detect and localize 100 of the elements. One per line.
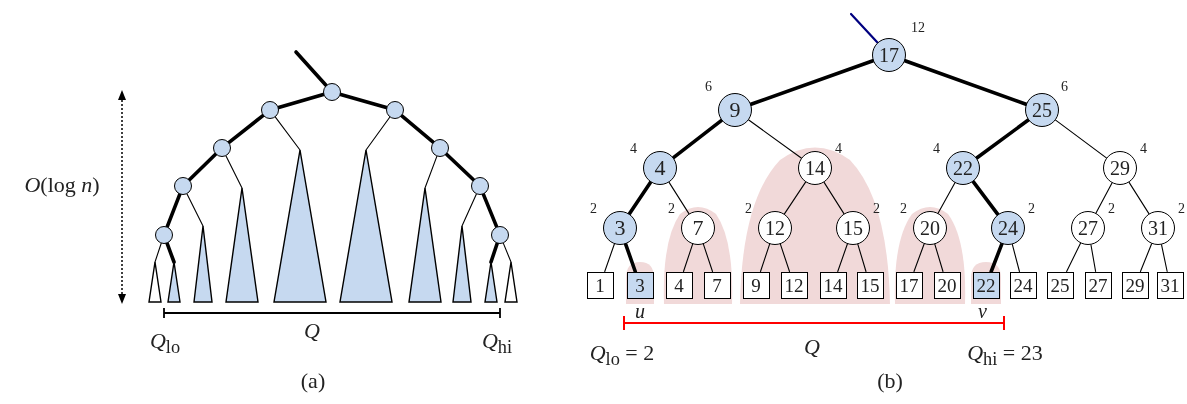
subtree-triangle xyxy=(194,226,212,302)
tree-edge xyxy=(165,192,182,229)
tree-edge xyxy=(913,243,925,273)
tree-edge xyxy=(1090,244,1097,273)
node-circle xyxy=(155,226,173,244)
tree-edge xyxy=(1066,242,1082,273)
subtree-size-label: 2 xyxy=(900,202,907,216)
tree-edge xyxy=(154,243,162,263)
subtree-triangle xyxy=(149,262,161,302)
tree-node: 3 xyxy=(603,211,637,245)
tree-edge xyxy=(1011,243,1020,273)
subtree-size-label: 2 xyxy=(668,202,675,216)
tree-edge xyxy=(481,192,499,229)
leaf-node: 27 xyxy=(1084,271,1112,299)
tree-edge xyxy=(749,58,875,107)
subtree-triangle xyxy=(453,226,471,302)
subtree-triangle xyxy=(485,262,497,302)
subtree-size-label: 6 xyxy=(705,80,712,94)
tree-node: 9 xyxy=(718,93,752,127)
tree-edge xyxy=(365,116,391,151)
tree-node: 17 xyxy=(872,38,906,72)
subtree-triangle xyxy=(274,150,326,302)
tree-edge xyxy=(759,243,771,273)
panel-caption: (a) xyxy=(300,370,326,392)
node-circle xyxy=(431,139,449,157)
subtree-size-label: 2 xyxy=(873,202,880,216)
tree-edge xyxy=(225,155,243,189)
range-bound-label: Q$_{lo}$ = 2 xyxy=(589,342,655,369)
tree-edge xyxy=(187,152,218,182)
tree-edge xyxy=(338,92,389,110)
tree-edge xyxy=(227,113,265,145)
subtree-triangle xyxy=(505,262,517,302)
subtree-size-label: 2 xyxy=(590,202,597,216)
range-label: Q xyxy=(304,320,320,342)
tree-edge xyxy=(424,155,438,189)
leaf-node: 1 xyxy=(586,271,614,299)
subtree-triangle xyxy=(168,262,180,302)
tree-edge xyxy=(627,180,653,216)
tree-node: 4 xyxy=(643,151,677,185)
subtree-size-label: 6 xyxy=(1061,80,1068,94)
tree-edge xyxy=(989,242,1004,274)
tree-edge xyxy=(186,193,204,227)
subtree-size-label: 4 xyxy=(835,142,842,156)
panel-caption: (b) xyxy=(877,370,903,392)
tree-node: 27 xyxy=(1071,211,1105,245)
tree-edge xyxy=(837,243,848,273)
tree-node: 24 xyxy=(991,211,1025,245)
subtree-size-label: 4 xyxy=(1140,142,1147,156)
tree-edge xyxy=(1128,181,1150,215)
tree-edge xyxy=(1095,182,1113,214)
node-circle xyxy=(491,226,509,244)
range-bound-label: Q$_{lo}$ xyxy=(149,330,181,357)
tree-edge xyxy=(1055,119,1107,159)
subtree-size-label: 12 xyxy=(911,21,925,35)
tree-edge xyxy=(937,182,956,214)
tree-edge xyxy=(1139,243,1153,273)
tree-node: 31 xyxy=(1141,211,1175,245)
tree-node: 22 xyxy=(946,151,980,185)
subtree-size-label: 4 xyxy=(630,142,637,156)
leaf-node: 29 xyxy=(1121,271,1149,299)
subtree-size-label: 2 xyxy=(1178,202,1185,216)
subtree-size-label: 2 xyxy=(1108,202,1115,216)
tree-edge xyxy=(671,118,724,160)
range-label: Q xyxy=(804,336,820,358)
tree-edge xyxy=(400,114,435,144)
tree-edge xyxy=(461,193,477,227)
tree-edge xyxy=(779,243,791,273)
tree-edge xyxy=(971,179,1000,217)
tree-edge xyxy=(857,243,867,273)
tree-edge xyxy=(682,243,694,273)
node-circle xyxy=(386,101,404,119)
node-circle xyxy=(471,177,489,195)
tree-edge xyxy=(604,243,615,273)
tree-edge xyxy=(903,58,1028,107)
node-circle xyxy=(174,177,192,195)
node-circle xyxy=(213,139,231,157)
leaf-node: 25 xyxy=(1046,271,1074,299)
subtree-size-label: 2 xyxy=(745,202,752,216)
node-circle xyxy=(323,83,341,101)
tree-edge xyxy=(489,241,499,264)
tree-edge xyxy=(444,152,476,182)
tree-edge xyxy=(1160,244,1168,273)
leaf-node: 24 xyxy=(1009,271,1037,299)
tree-edge xyxy=(276,92,326,110)
tree-edge xyxy=(294,50,328,88)
subtree-size-label: 2 xyxy=(1028,202,1035,216)
tree-edge xyxy=(702,243,714,273)
tree-edge xyxy=(165,241,176,264)
tree-edge xyxy=(668,181,690,215)
tree-edge xyxy=(974,118,1031,160)
subtree-triangle xyxy=(226,188,258,302)
tree-edge xyxy=(823,181,845,215)
tree-edge xyxy=(934,243,944,273)
subtree-triangle xyxy=(409,188,441,302)
leaf-node: 31 xyxy=(1156,271,1184,299)
subtree-size-label: 4 xyxy=(933,142,940,156)
tree-node: 25 xyxy=(1025,93,1059,127)
node-circle xyxy=(261,101,279,119)
tree-node: 29 xyxy=(1103,151,1137,185)
node-marker-label: v xyxy=(978,301,987,321)
